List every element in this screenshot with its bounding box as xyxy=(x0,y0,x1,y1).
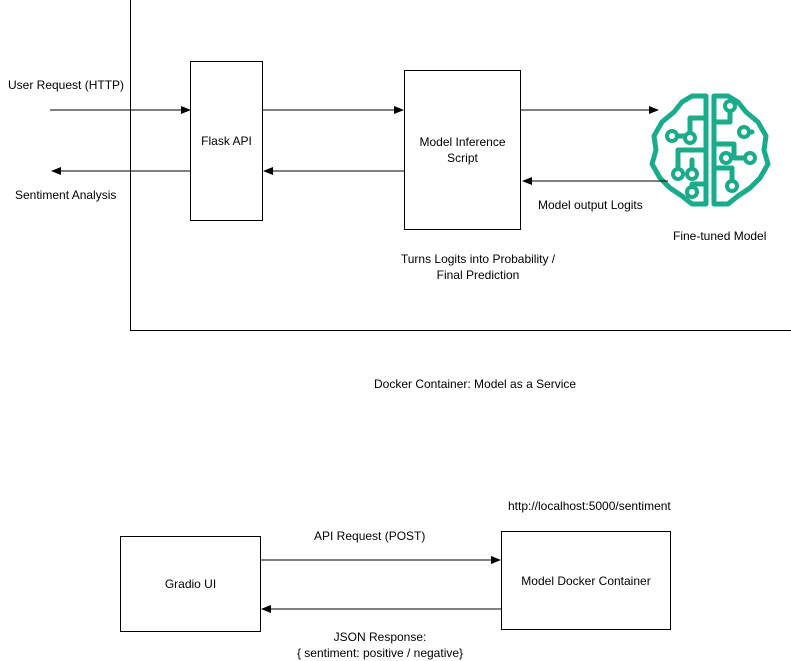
turns-logits-line2: Final Prediction xyxy=(436,268,520,282)
user-request-label: User Request (HTTP) xyxy=(8,78,125,92)
container-caption: Docker Container: Model as a Service xyxy=(374,377,577,391)
model-docker-container-box[interactable]: Model Docker Container xyxy=(501,531,671,630)
model-inference-script-box[interactable]: Model Inference Script xyxy=(404,70,521,230)
gradio-ui-label: Gradio UI xyxy=(164,577,217,591)
json-response-line2: { sentiment: positive / negative} xyxy=(296,646,464,660)
model-output-logits-label: Model output Logits xyxy=(538,198,643,212)
turns-logits-label: Turns Logits into Probability / Final Pr… xyxy=(378,251,578,283)
flask-api-label: Flask API xyxy=(201,134,252,148)
sentiment-analysis-label: Sentiment Analysis xyxy=(15,188,117,202)
gradio-ui-box[interactable]: Gradio UI xyxy=(120,536,261,632)
json-response-line1: JSON Response: xyxy=(333,630,427,644)
model-inference-script-label: Model Inference Script xyxy=(405,134,520,166)
fine-tuned-model-label: Fine-tuned Model xyxy=(673,229,767,243)
model-inference-label-line1: Model Inference xyxy=(419,135,506,149)
brain-circuit-nodes xyxy=(665,99,757,199)
json-response-label: JSON Response: { sentiment: positive / n… xyxy=(270,629,490,661)
brain-circuit-icon xyxy=(649,93,771,207)
api-request-label: API Request (POST) xyxy=(314,529,426,543)
model-docker-container-label: Model Docker Container xyxy=(521,573,651,588)
model-inference-label-line2: Script xyxy=(447,151,478,165)
endpoint-url-label: http://localhost:5000/sentiment xyxy=(508,499,671,513)
flask-api-box[interactable]: Flask API xyxy=(190,61,263,221)
turns-logits-line1: Turns Logits into Probability / xyxy=(400,252,556,266)
brain-circuit-strokes xyxy=(649,93,771,207)
